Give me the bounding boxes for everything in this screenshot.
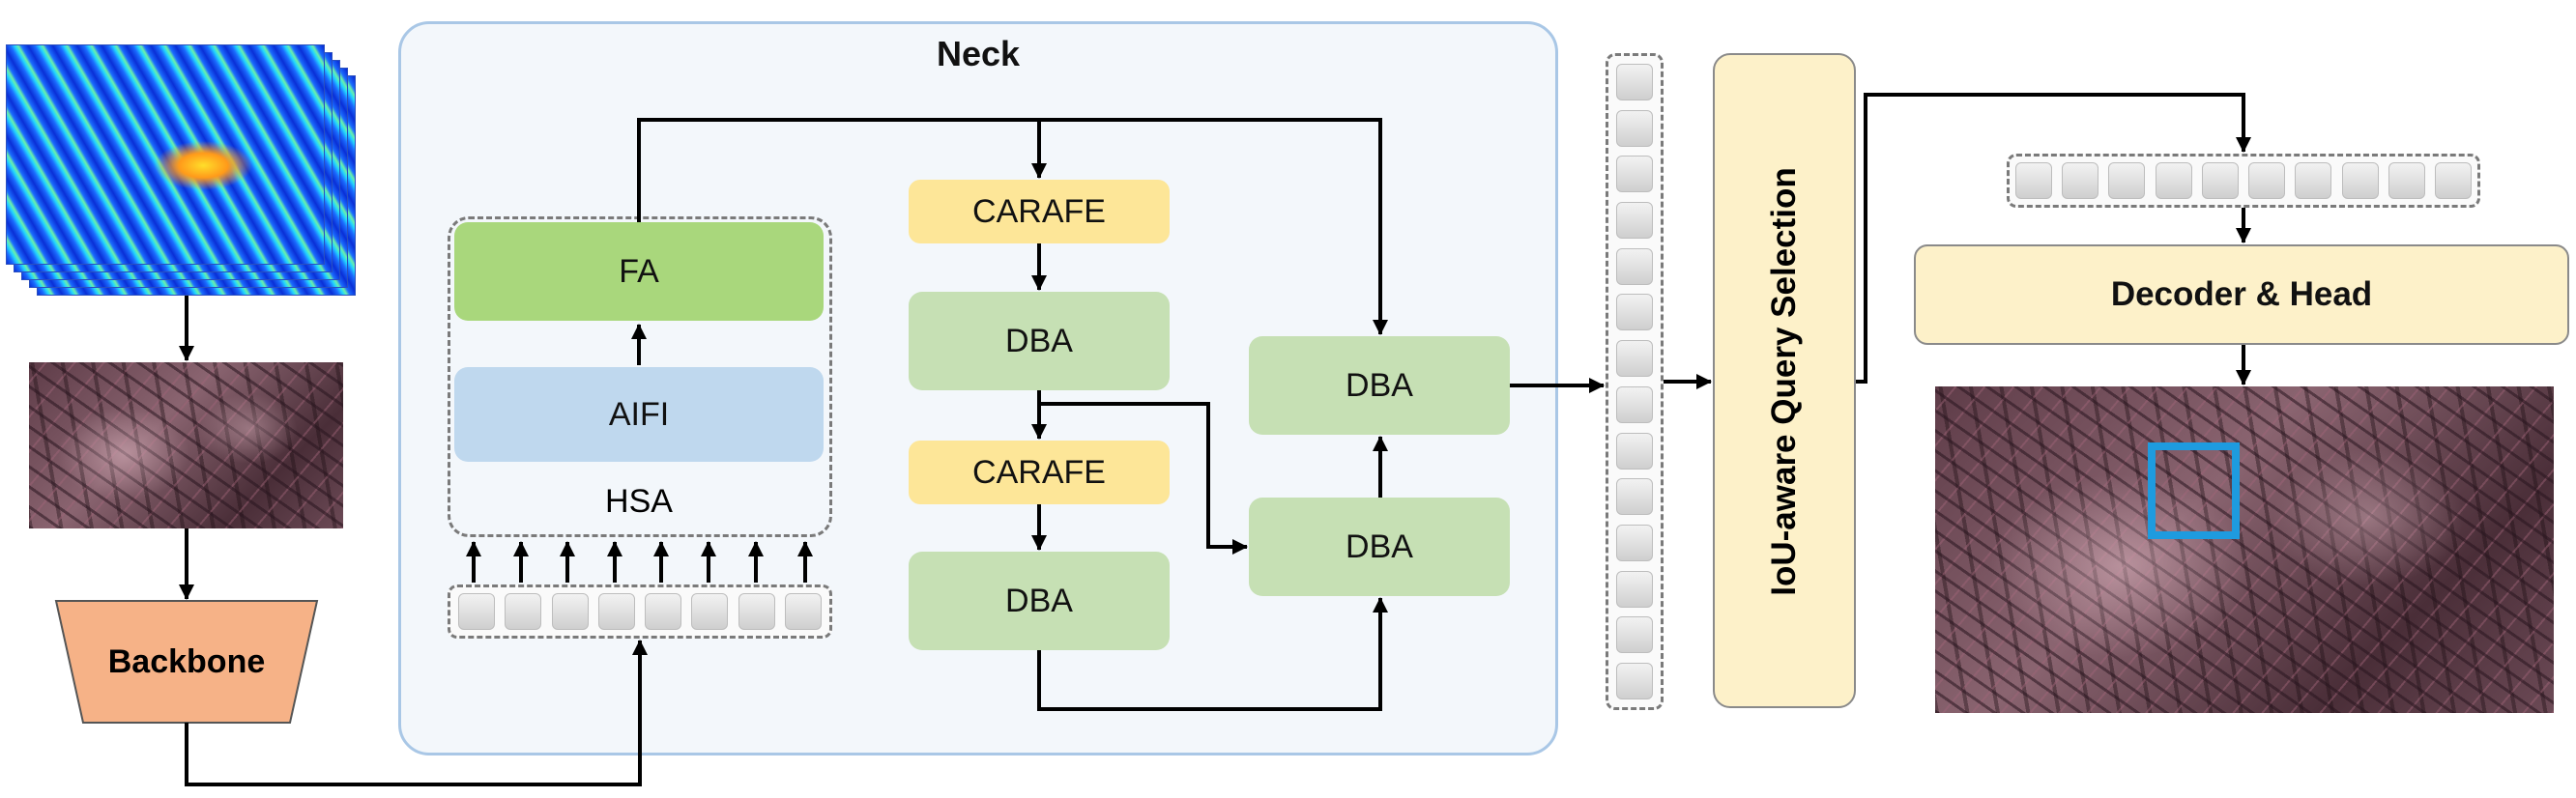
token [1616, 294, 1653, 331]
token [2434, 162, 2472, 199]
token [1616, 478, 1653, 516]
query-token-row [2007, 154, 2480, 208]
fa-label: FA [619, 252, 659, 290]
token [691, 593, 729, 630]
token [1616, 340, 1653, 378]
dba-top-block: DBA [909, 292, 1170, 390]
dba-right-top-label: DBA [1346, 366, 1413, 404]
feature-token-column [1606, 53, 1664, 710]
token [1616, 524, 1653, 561]
token [1616, 109, 1653, 147]
token [645, 593, 682, 630]
token [738, 593, 775, 630]
carafe-top-block: CARAFE [909, 180, 1170, 243]
dba-bottom-label: DBA [1005, 582, 1073, 619]
token [2295, 162, 2332, 199]
query-selection-block: IoU-aware Query Selection [1713, 53, 1856, 708]
token [784, 593, 822, 630]
detection-box [2148, 442, 2240, 539]
aifi-label: AIFI [608, 395, 670, 433]
token [2248, 162, 2286, 199]
dba-right-top-block: DBA [1249, 336, 1510, 435]
carafe-bottom-label: CARAFE [972, 453, 1106, 491]
aifi-block: AIFI [454, 367, 824, 462]
token [2341, 162, 2379, 199]
token [1616, 432, 1653, 470]
token [597, 593, 635, 630]
token [1616, 616, 1653, 654]
decoder-head-label: Decoder & Head [2110, 275, 2373, 313]
dba-bottom-block: DBA [909, 552, 1170, 650]
backbone-label: Backbone [107, 643, 266, 680]
dba-top-label: DBA [1005, 322, 1073, 359]
output-image [1935, 386, 2554, 713]
hsa-label: HSA [605, 483, 673, 520]
input-image [29, 362, 343, 528]
token [1616, 64, 1653, 100]
token [1616, 247, 1653, 285]
token [2201, 162, 2239, 199]
token [1616, 156, 1653, 193]
query-selection-label: IoU-aware Query Selection [1765, 167, 1803, 596]
carafe-top-label: CARAFE [972, 192, 1106, 230]
hsa-input-tokens [448, 584, 832, 639]
fa-block: FA [454, 222, 824, 321]
token [551, 593, 589, 630]
token [1616, 570, 1653, 608]
dba-right-bottom-block: DBA [1249, 498, 1510, 596]
token [2108, 162, 2146, 199]
token [505, 593, 542, 630]
token [2388, 162, 2425, 199]
token [1616, 385, 1653, 423]
token [1616, 662, 1653, 699]
token [2062, 162, 2099, 199]
token [1616, 202, 1653, 240]
token [2155, 162, 2192, 199]
feature-map-layer [6, 44, 325, 265]
carafe-bottom-block: CARAFE [909, 441, 1170, 504]
token [458, 593, 495, 630]
token [2015, 162, 2052, 199]
decoder-head-block: Decoder & Head [1914, 244, 2569, 345]
neck-title: Neck [936, 34, 1021, 73]
dba-right-bottom-label: DBA [1346, 527, 1413, 565]
